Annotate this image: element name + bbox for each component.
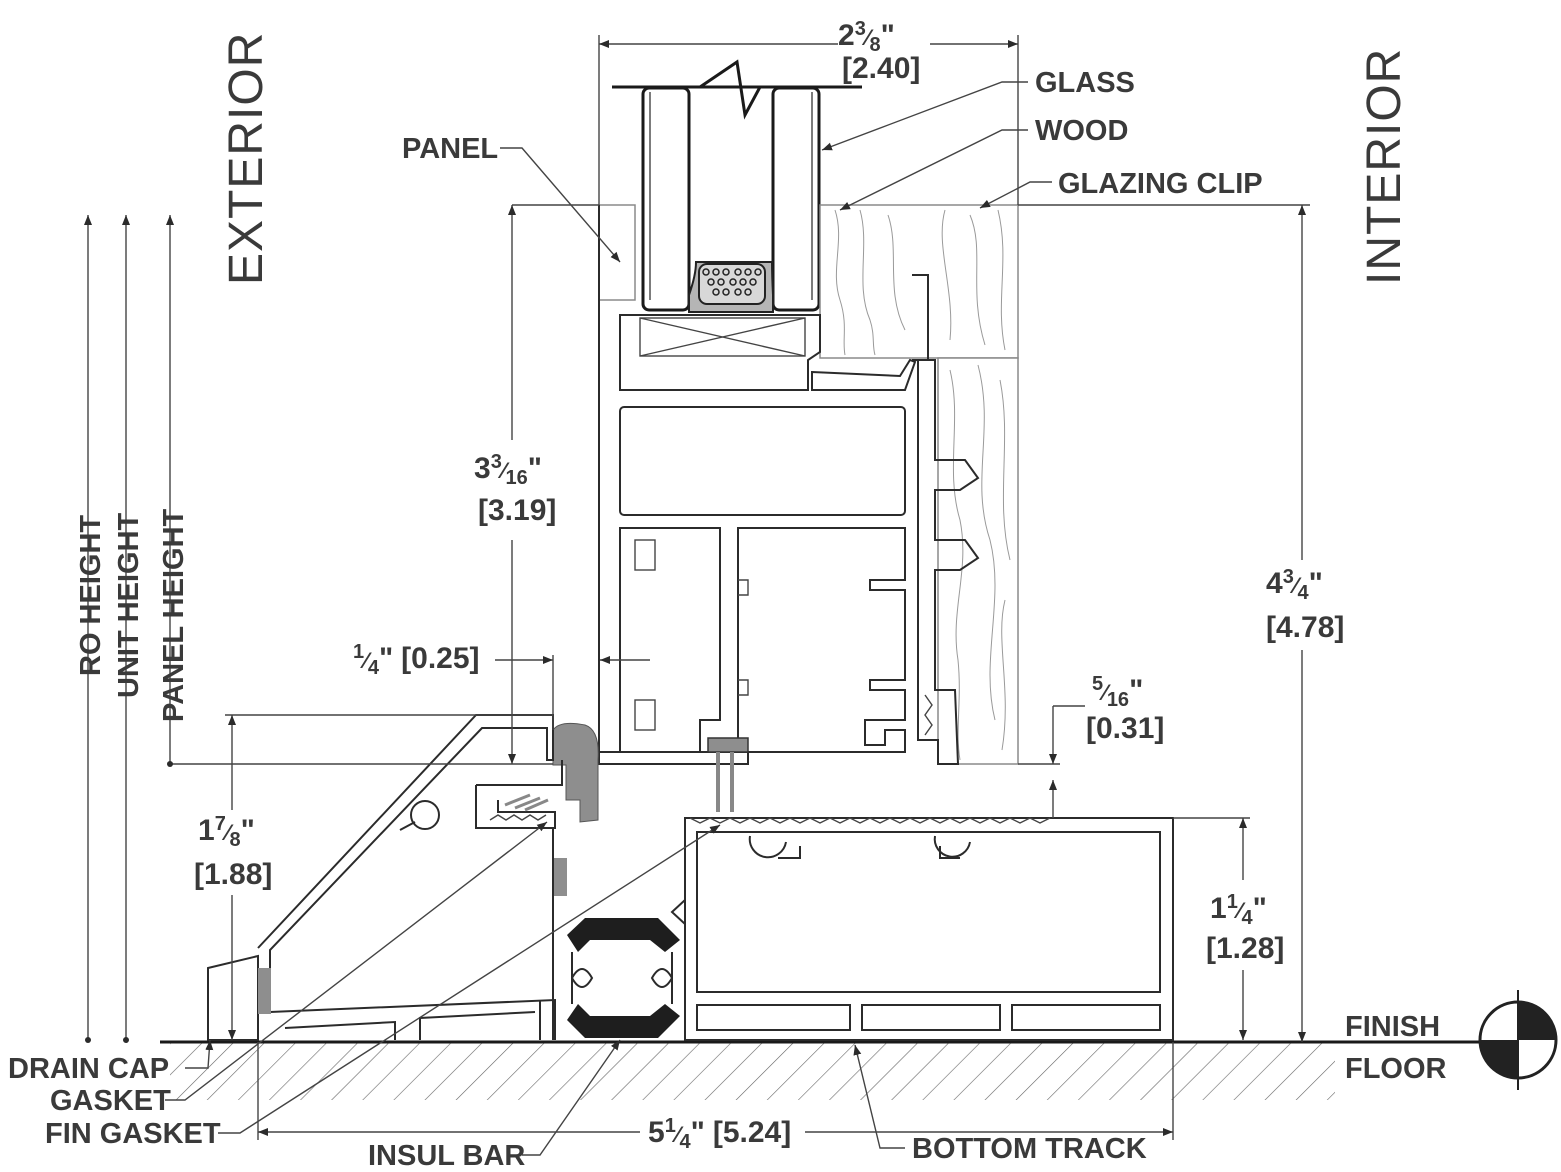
panel-sash [552,204,980,823]
label-fin-gasket: FIN GASKET [45,1118,221,1150]
dim-top-width-num: 3 [855,18,866,40]
dim-panel-depth-den: 16 [506,467,528,489]
label-gasket: GASKET [50,1085,171,1117]
dim-clearance-num: 5 [1092,673,1103,695]
dim-clearance-unit: " [1129,674,1143,707]
dim-base-width-den: 4 [680,1131,692,1153]
leader-lines [165,81,1052,1156]
label-exterior: EXTERIOR [220,32,273,285]
finish-floor-datum-icon [1478,990,1558,1090]
dim-overall-height: 43⁄4" [1266,566,1323,604]
dim-track-height-num: 1 [1227,891,1238,913]
dim-overall-height-den: 4 [1298,582,1310,604]
label-panel-height: PANEL HEIGHT [158,508,190,722]
dim-panel-depth: 33⁄16" [474,451,542,489]
label-floor: FLOOR [1345,1053,1447,1085]
dim-sill-height-num: 7 [215,813,226,835]
finish-floor [160,1040,1555,1100]
label-insul-bar: INSUL BAR [368,1140,525,1172]
dim-sill-height-whole: 1 [198,814,215,847]
dim-sill-height-metric: [1.88] [194,858,272,891]
label-unit-height: UNIT HEIGHT [113,512,145,698]
dim-overall-height-metric: [4.78] [1266,611,1344,644]
dim-gap-metric: [0.25] [401,642,479,675]
label-panel: PANEL [402,133,498,165]
dim-top-width-unit: " [881,19,895,52]
dim-track-height-den: 4 [1242,907,1254,929]
label-bottom-track: BOTTOM TRACK [912,1133,1147,1165]
dim-top-width-whole: 2 [838,19,855,52]
dimension-text: 23⁄8" [2.40] 33⁄16" [3.19] 43⁄4" [4.78] … [194,18,1344,1153]
dim-gap: 1⁄4"[0.25] [353,641,480,679]
dim-base-width-metric: [5.24] [713,1116,791,1149]
dim-base-width: 51⁄4"[5.24] [648,1115,791,1153]
dim-panel-depth-metric: [3.19] [478,494,556,527]
dim-overall-height-whole: 4 [1266,567,1283,600]
insul-bar [567,918,680,1038]
label-glass: GLASS [1035,67,1135,99]
dim-overall-height-num: 3 [1283,566,1294,588]
dim-clearance-metric: [0.31] [1086,712,1164,745]
dim-clearance: 5⁄16" [1092,673,1143,711]
label-wood: WOOD [1035,115,1128,147]
wood-interior [819,204,1019,765]
dim-panel-depth-whole: 3 [474,452,491,485]
dim-track-height: 11⁄4" [1210,891,1267,929]
dim-base-width-unit: " [691,1116,705,1149]
floor-hatch [170,1042,1335,1100]
label-ro-height: RO HEIGHT [75,515,107,676]
dim-sill-height-unit: " [241,814,255,847]
labels: EXTERIOR INTERIOR PANEL GLASS WOOD GLAZI… [8,32,1447,1172]
dim-clearance-den: 16 [1107,689,1129,711]
dim-track-height-whole: 1 [1210,892,1227,925]
dim-panel-depth-num: 3 [491,451,502,473]
label-interior: INTERIOR [1358,48,1411,285]
dim-track-height-metric: [1.28] [1206,932,1284,965]
dim-panel-depth-unit: " [528,452,542,485]
dim-sill-height: 17⁄8" [198,813,255,851]
dim-base-width-num: 1 [665,1115,676,1137]
dim-base-width-whole: 5 [648,1116,665,1149]
dim-top-width-metric: [2.40] [842,52,920,85]
dim-gap-den: 4 [368,657,380,679]
dim-sill-height-den: 8 [230,829,241,851]
dim-track-height-unit: " [1253,892,1267,925]
dim-gap-unit: " [379,642,393,675]
dim-top-width: 23⁄8" [838,18,895,56]
dim-gap-num: 1 [353,641,364,663]
glass-unit [612,59,862,313]
label-drain-cap: DRAIN CAP [8,1053,169,1085]
dimension-lines [84,35,1310,1140]
bottom-track [670,817,1174,1041]
dim-top-width-den: 8 [870,34,881,56]
label-glazing-clip: GLAZING CLIP [1058,168,1263,200]
label-finish: FINISH [1345,1011,1440,1043]
dim-overall-height-unit: " [1309,567,1323,600]
